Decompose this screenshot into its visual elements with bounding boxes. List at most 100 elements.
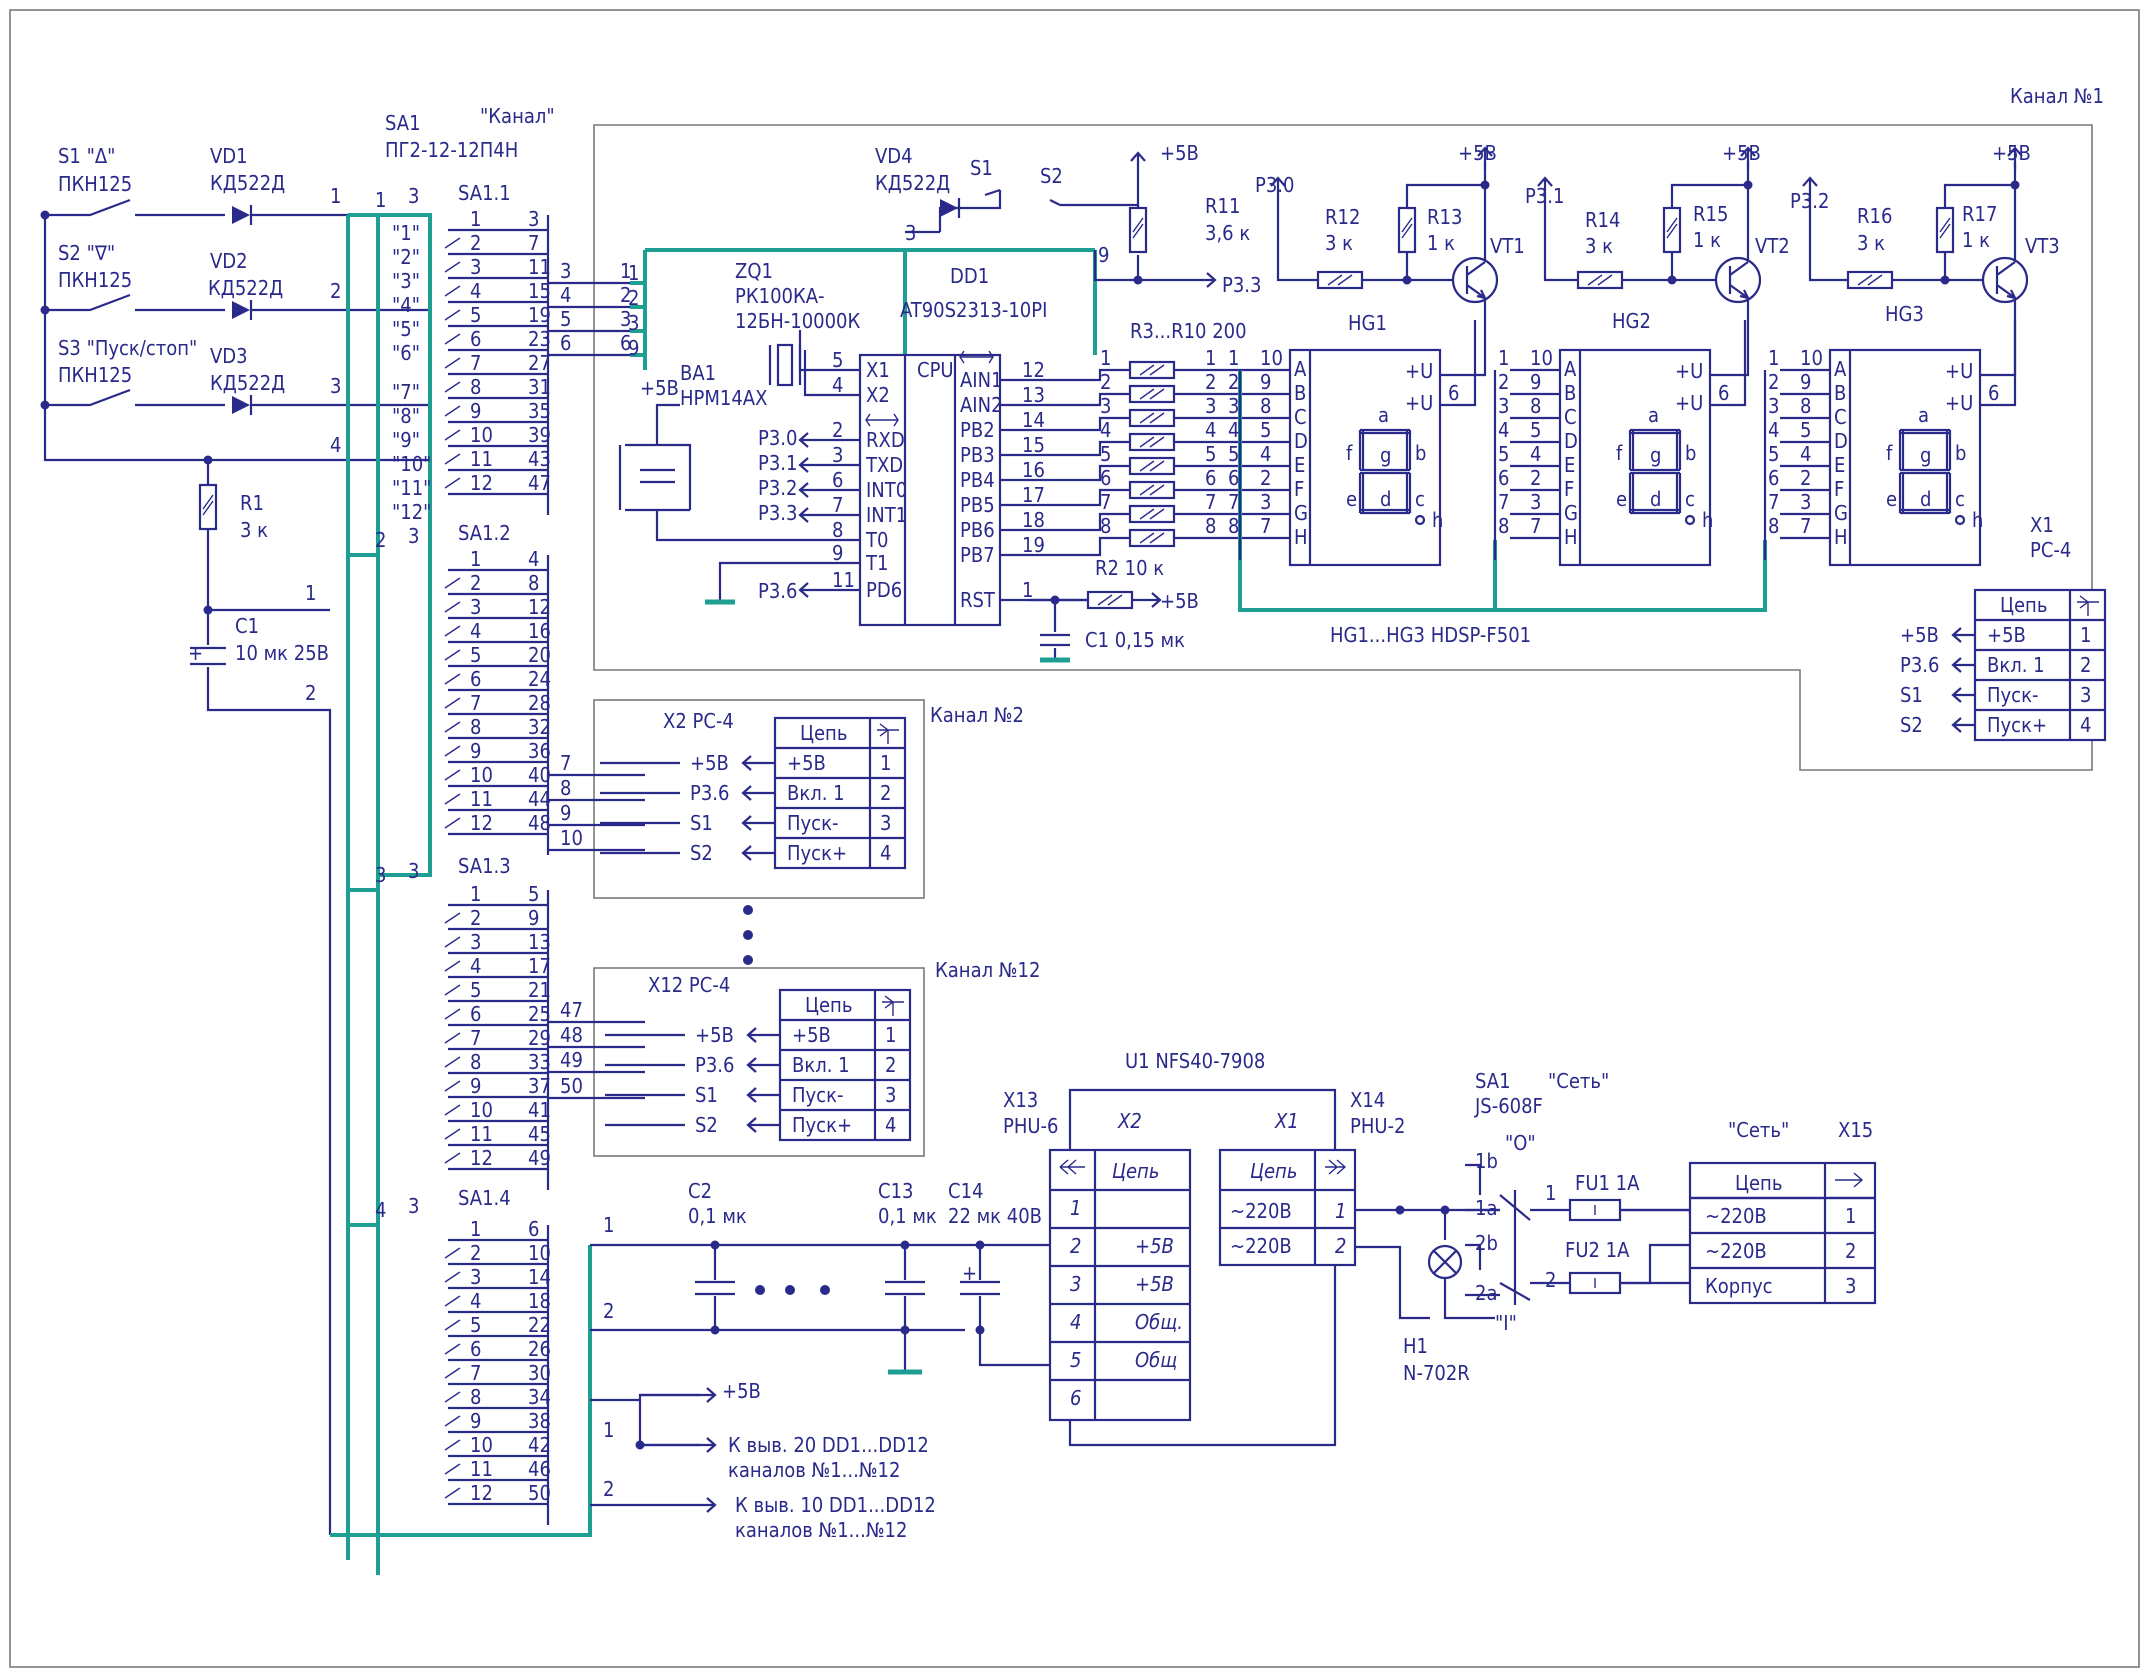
sa-contact-out: 42 [528, 1433, 551, 1457]
wire [45, 388, 225, 407]
r14-label: R14 [1585, 208, 1620, 232]
r1-label: R1 [240, 491, 264, 515]
vd3-label: VD3 [210, 344, 248, 368]
wire [1080, 488, 1130, 507]
vd1-model: КД522Д [210, 171, 285, 195]
seg-wire-num: 3 [1205, 394, 1216, 418]
display-pin-num: 10 [1800, 346, 1823, 370]
wire-num: 6 [620, 331, 631, 355]
wire-num: 2 [330, 279, 341, 303]
contact-mark [444, 1080, 461, 1092]
display-wire-num: 2 [1228, 370, 1239, 394]
table-pin: 1 [885, 1023, 896, 1047]
sa-contact-out: 4 [528, 547, 539, 571]
contact-mark [444, 1415, 461, 1427]
table-cell: +5В [792, 1023, 831, 1047]
resistor-r2 [1086, 590, 1134, 610]
r13-value: 1 к [1427, 231, 1455, 255]
arrow-left [746, 1057, 757, 1073]
mcu-pin-num: 2 [832, 418, 843, 442]
seven-seg-stroke [1628, 473, 1635, 513]
switch-pin: 1b [1475, 1149, 1498, 1173]
display-wire-num: 7 [1498, 490, 1509, 514]
table-cell: ~220В [1705, 1204, 1767, 1228]
resistor-mark [1139, 388, 1165, 400]
sa-contact-out: 7 [528, 231, 539, 255]
wire [1080, 536, 1130, 557]
table-cell: Вкл. 1 [787, 781, 845, 805]
contact-mark [444, 817, 461, 829]
seg-name: b [1415, 441, 1426, 465]
sa-contact-out: 3 [528, 207, 539, 231]
supply-arrow [1477, 146, 1493, 170]
display-seg-letter: A [1564, 357, 1577, 381]
table-cell: Пуск+ [1987, 713, 2047, 737]
wire-num: 1 [305, 581, 316, 605]
bank-rotor [348, 213, 380, 565]
wire-num: 8 [560, 776, 571, 800]
junction-dot [635, 1440, 645, 1450]
table-header: Цепь [1250, 1159, 1297, 1183]
display-wire-num: 6 [1228, 466, 1239, 490]
sa-contact-out: 49 [528, 1146, 551, 1170]
bank-num: 3 [375, 863, 386, 887]
junction-dot [710, 1240, 720, 1250]
arrow-left [798, 482, 809, 498]
vt3-label: VT3 [2025, 234, 2060, 258]
supply-arrow [1740, 146, 1756, 170]
wire [630, 281, 645, 357]
table-cell: +5В [1135, 1272, 1174, 1296]
resistor-mark [1139, 532, 1165, 544]
arrow-left [741, 815, 752, 831]
r15-value: 1 к [1693, 228, 1721, 252]
x14-model: PHU-2 [1350, 1114, 1406, 1138]
table-header: Цепь [1112, 1159, 1159, 1183]
connector-icon [1835, 1172, 1864, 1188]
junction-dot [1050, 595, 1060, 605]
seg-name: b [1685, 441, 1696, 465]
display-pin-num: 2 [1260, 466, 1271, 490]
sa-contact-num: 11 [470, 447, 493, 471]
channel12-frame [593, 967, 925, 1157]
wire [1808, 200, 1848, 282]
r11-label: R11 [1205, 194, 1240, 218]
p32-net: P3.2 [1790, 189, 1829, 213]
mcu-p30: P3.0 [758, 426, 797, 450]
sa-contact-num: 6 [470, 327, 481, 351]
sa-contact-out: 30 [528, 1361, 551, 1385]
vd4-label: VD4 [875, 144, 913, 168]
bank-rotor [348, 888, 380, 1240]
sa-contact-num: 8 [470, 375, 481, 399]
table-pin: 1 [1845, 1204, 1856, 1228]
hg-model: HG1...HG3 HDSP-F501 [1330, 623, 1531, 647]
vd1-label: VD1 [210, 144, 248, 168]
mcu-pin-name: X1 [866, 358, 890, 382]
resistor-mark [1139, 412, 1165, 424]
mcu-pin-name: T1 [865, 551, 888, 575]
display-hg1 [1288, 348, 1442, 567]
ba1-supply: +5В [640, 376, 679, 400]
wire-num: 1 [603, 1418, 614, 1442]
sa1-position-label: "9" [392, 428, 420, 452]
display-seg-letter: B [1834, 381, 1846, 405]
sa-contact-num: 11 [470, 1457, 493, 1481]
s1-model: ПКН125 [58, 172, 132, 196]
sa-contact-out: 9 [528, 906, 539, 930]
connector-x14 [1218, 1148, 1357, 1267]
sa-contact-num: 4 [470, 619, 481, 643]
fu2-label: FU2 1A [1565, 1238, 1630, 1262]
ellipsis-dot [785, 1285, 795, 1295]
contact-mark [444, 1367, 461, 1379]
table-pin: 3 [1845, 1274, 1856, 1298]
sa1-position-label: "11" [392, 476, 431, 500]
display-seg-letter: F [1564, 477, 1574, 501]
h1-label: H1 [1403, 1334, 1428, 1358]
dd1-label: DD1 [950, 264, 989, 288]
vt3-supply: +5В [1992, 141, 2031, 165]
sa-contact-out: 8 [528, 571, 539, 595]
plus5v-bus: +5В [722, 1379, 761, 1403]
table-pin: 1 [1070, 1196, 1081, 1220]
c1-small-label: C1 0,15 мк [1085, 628, 1185, 652]
bank-rotor [348, 553, 380, 905]
display-wire-num: 7 [1228, 490, 1239, 514]
